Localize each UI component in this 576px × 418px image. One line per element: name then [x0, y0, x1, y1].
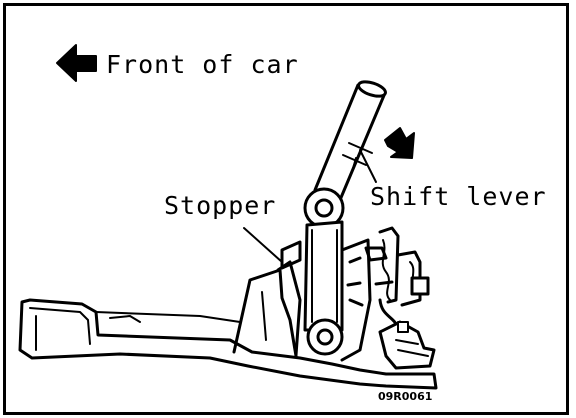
stopper-label: Stopper — [164, 191, 277, 220]
lever-body — [303, 220, 344, 332]
arrow-down-right-icon — [384, 127, 415, 159]
shift-lever-leader — [359, 149, 377, 183]
shift-lever-label: Shift lever — [370, 182, 547, 211]
figure-code: 09R0061 — [378, 390, 433, 403]
lower-pivot — [306, 318, 344, 356]
front-of-car-label: Front of car — [106, 50, 299, 79]
lower-bracket — [378, 320, 436, 370]
base-plate — [18, 298, 438, 390]
figure-border — [3, 3, 569, 415]
arrow-left-icon — [56, 44, 97, 82]
stopper-leader — [243, 227, 283, 263]
shift-lever-tube — [313, 80, 387, 202]
housing-wall — [232, 268, 298, 358]
upper-pivot — [303, 187, 345, 229]
spring-linkage — [364, 226, 430, 332]
